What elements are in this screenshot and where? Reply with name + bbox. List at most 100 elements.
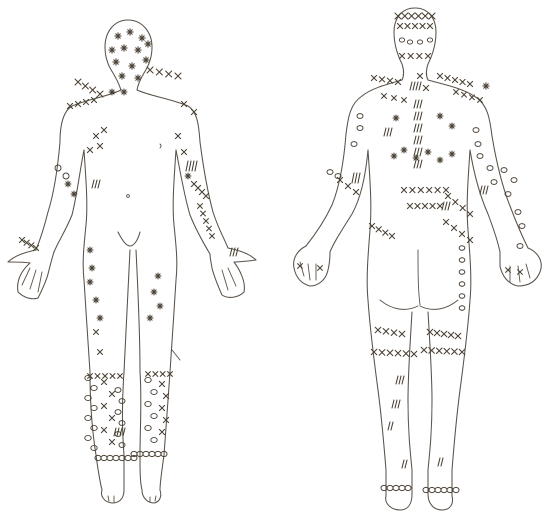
- cross-mark: [118, 374, 123, 379]
- circle-mark: [405, 485, 411, 490]
- circle-mark: [107, 455, 113, 460]
- cross-mark: [379, 350, 385, 356]
- cross-mark: [109, 439, 114, 444]
- cross-mark: [422, 203, 427, 208]
- cross-mark: [478, 98, 483, 103]
- cross-mark: [204, 219, 209, 224]
- circle-mark: [501, 168, 507, 173]
- circle-mark: [115, 410, 121, 415]
- cross-mark: [207, 226, 212, 231]
- star-mark: [413, 155, 419, 161]
- circle-mark: [151, 437, 157, 442]
- cross-mark: [153, 372, 158, 377]
- circle-mark: [393, 485, 399, 490]
- hatch-mark: [414, 100, 422, 108]
- star-mark: [127, 29, 133, 35]
- star-mark: [147, 315, 153, 321]
- cross-mark: [201, 211, 206, 216]
- cross-mark: [101, 127, 106, 132]
- cross-mark: [459, 349, 465, 355]
- star-mark: [143, 57, 149, 63]
- hatch-mark: [402, 460, 407, 468]
- cross-mark: [175, 73, 181, 79]
- cross-mark: [467, 237, 472, 242]
- cross-mark: [422, 13, 428, 19]
- cross-mark: [87, 147, 92, 152]
- cross-mark: [175, 133, 180, 138]
- cross-mark: [392, 96, 397, 101]
- cross-mark: [401, 187, 406, 192]
- cross-mark: [405, 23, 410, 28]
- cross-mark: [399, 53, 404, 58]
- hatch-mark: [410, 82, 421, 90]
- star-mark: [93, 297, 99, 303]
- circle-mark: [417, 40, 422, 44]
- star-mark: [157, 303, 163, 309]
- star-mark: [89, 265, 95, 271]
- cross-mark: [441, 331, 447, 337]
- front-body-outline: [8, 20, 256, 503]
- cross-mark: [159, 405, 164, 410]
- circle-mark: [459, 282, 465, 286]
- circle-mark: [459, 306, 465, 310]
- cross-mark: [470, 95, 475, 100]
- cross-mark: [97, 91, 103, 97]
- hatch-mark: [352, 173, 360, 183]
- circle-mark: [487, 166, 493, 171]
- cross-mark: [109, 415, 114, 420]
- cross-mark: [467, 211, 472, 216]
- back-figure: [294, 8, 542, 510]
- circle-mark: [125, 455, 131, 460]
- cross-mark: [93, 133, 98, 138]
- star-mark: [135, 75, 141, 81]
- star-mark: [87, 279, 93, 285]
- star-mark: [449, 123, 455, 129]
- cross-mark: [101, 379, 106, 384]
- cross-mark: [110, 374, 115, 379]
- cross-mark: [97, 143, 102, 148]
- cross-mark: [452, 77, 457, 82]
- cross-mark: [90, 87, 96, 93]
- cross-mark: [455, 333, 461, 339]
- cross-mark: [454, 90, 459, 95]
- cross-mark: [411, 351, 417, 357]
- star-mark: [145, 41, 151, 47]
- cross-mark: [410, 187, 415, 192]
- cross-mark: [109, 391, 114, 396]
- cross-mark: [403, 351, 409, 357]
- star-mark: [115, 33, 121, 39]
- star-mark: [119, 73, 125, 79]
- cross-mark: [451, 225, 456, 230]
- circle-mark: [151, 413, 157, 418]
- cross-mark: [383, 329, 389, 335]
- circle-mark: [459, 294, 465, 298]
- circle-mark: [119, 399, 125, 404]
- cross-mark: [443, 187, 448, 192]
- cross-mark: [166, 71, 172, 77]
- cross-mark: [402, 13, 408, 19]
- cross-mark: [375, 327, 381, 333]
- cross-mark: [298, 264, 303, 269]
- star-mark: [151, 289, 157, 295]
- hatch-mark: [186, 161, 197, 171]
- cross-mark: [412, 23, 417, 28]
- circle-mark: [477, 154, 483, 159]
- cross-mark: [409, 13, 415, 19]
- cross-mark: [460, 205, 465, 210]
- star-mark: [393, 115, 399, 121]
- cross-mark: [429, 13, 435, 19]
- circle-mark: [511, 178, 517, 183]
- cross-mark: [427, 23, 432, 28]
- back-lesion-marks: [298, 13, 525, 493]
- cross-mark: [437, 203, 442, 208]
- star-mark: [437, 113, 443, 119]
- front-figure: [8, 20, 256, 503]
- circle-mark: [91, 385, 97, 390]
- cross-mark: [395, 350, 401, 356]
- circle-mark: [517, 244, 523, 249]
- circle-mark: [387, 485, 393, 490]
- circle-mark: [459, 258, 465, 262]
- cross-mark: [443, 219, 448, 224]
- cross-mark: [389, 233, 394, 238]
